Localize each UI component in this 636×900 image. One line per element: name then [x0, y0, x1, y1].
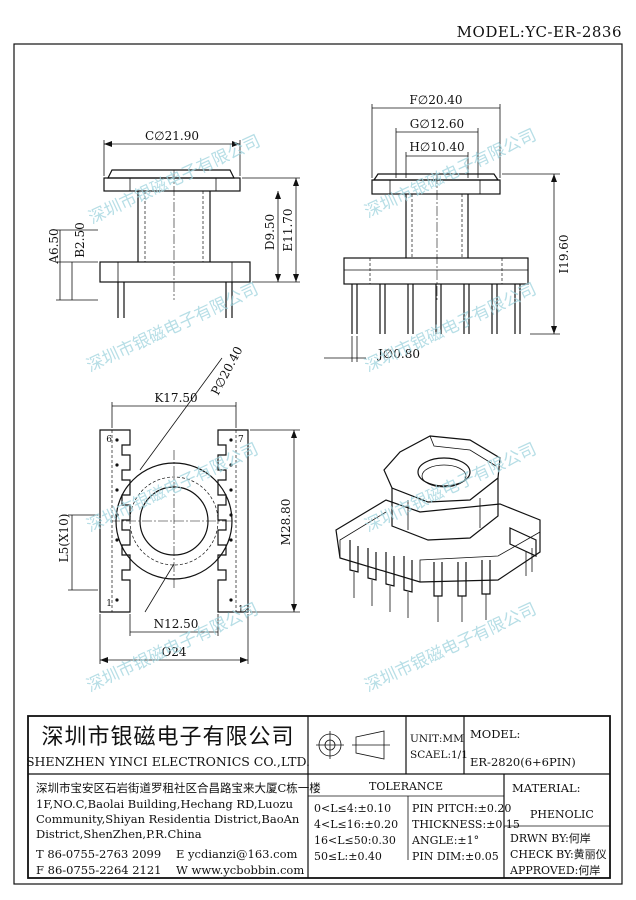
telephone: T 86-0755-2763 2099 — [36, 847, 161, 861]
dim-n: N12.50 — [154, 617, 199, 631]
model-label: MODEL: — [470, 727, 520, 741]
unit: UNIT:MM — [410, 733, 464, 745]
email: E ycdianzi@163.com — [176, 847, 297, 861]
watermarks: 深圳市银磁电子有限公司 深圳市银磁电子有限公司 深圳市银磁电子有限公司 深圳市银… — [84, 125, 540, 696]
watermark-5: 深圳市银磁电子有限公司 — [84, 439, 262, 536]
dim-a: A6.50 — [47, 228, 61, 264]
approved-by: APPROVED:何岸 — [509, 864, 600, 877]
model-value: ER-2820(6+6PIN) — [470, 755, 576, 769]
dim-f: F∅20.40 — [409, 93, 462, 107]
company-name-cn: 深圳市银磁电子有限公司 — [41, 725, 294, 750]
watermark-4: 深圳市银磁电子有限公司 — [362, 279, 540, 376]
pin-6-label: 6 — [106, 435, 112, 445]
thickness: THICKNESS:±0.15 — [412, 818, 520, 831]
dim-h: H∅10.40 — [409, 140, 464, 154]
checked-by: CHECK BY:黄丽仪 — [510, 847, 607, 861]
front-view: C∅21.90 A6.50 B2.50 D9.50 E11.70 — [47, 129, 300, 318]
material-value: PHENOLIC — [530, 808, 594, 821]
website: W www.ycbobbin.com — [176, 863, 304, 877]
projection-symbol-icon — [316, 730, 390, 760]
tolerance-1: 0<L≤4:±0.10 — [314, 802, 391, 815]
dim-g: G∅12.60 — [410, 117, 464, 131]
isometric-view — [335, 435, 541, 622]
fax: F 86-0755-2264 2121 — [36, 863, 162, 877]
pin-12-label: 12 — [238, 605, 249, 615]
tolerance-2: 4<L≤16:±0.20 — [314, 818, 398, 831]
pin-7-label: 7 — [238, 435, 244, 445]
address-en-line2: Community,Shiyan Residentia District,Bao… — [36, 812, 300, 826]
top-view: 6 7 1 12 K17.50 P∅20.40 M28.80 L5(X10) — [57, 344, 300, 664]
angle: ANGLE:±1° — [411, 834, 479, 847]
watermark-6: 深圳市银磁电子有限公司 — [362, 439, 540, 536]
sheet-border — [13, 43, 623, 885]
material-label: MATERIAL: — [512, 781, 581, 795]
company-name-en: SHENZHEN YINCI ELECTRONICS CO.,LTD. — [26, 754, 310, 769]
watermark-1: 深圳市银磁电子有限公司 — [86, 131, 264, 228]
dim-l: L5(X10) — [57, 514, 71, 563]
tolerance-4: 50≤L:±0.40 — [314, 850, 382, 863]
watermark-7: 深圳市银磁电子有限公司 — [84, 599, 262, 696]
dim-d: D9.50 — [263, 214, 277, 250]
pin-dim: PIN DIM:±0.05 — [412, 850, 499, 863]
dim-k: K17.50 — [154, 391, 197, 405]
drawn-by: DRWN BY:何岸 — [510, 832, 591, 845]
pin-1-label: 1 — [106, 599, 112, 609]
watermark-8: 深圳市银磁电子有限公司 — [362, 599, 540, 696]
address-en-line3: District,ShenZhen,P.R.China — [36, 827, 202, 841]
dim-m: M28.80 — [279, 499, 293, 546]
address-cn: 深圳市宝安区石岩街道罗租社区合昌路宝来大厦C栋一楼 — [36, 781, 321, 795]
pin-pitch: PIN PITCH:±0.20 — [412, 802, 511, 815]
dim-b: B2.50 — [73, 222, 87, 258]
dim-j: J∅0.80 — [376, 347, 420, 361]
title-block: 深圳市银磁电子有限公司 SHENZHEN YINCI ELECTRONICS C… — [26, 715, 611, 879]
dim-o: O24 — [161, 645, 186, 659]
dim-c: C∅21.90 — [145, 129, 199, 143]
address-en-line1: 1F,NO.C,Baolai Building,Hechang RD,Luozu — [36, 797, 293, 811]
tolerance-3: 16<L≤50:0.30 — [314, 834, 396, 847]
dim-i: I19.60 — [557, 234, 571, 273]
side-view: F∅20.40 G∅12.60 H∅10.40 I19.60 J∅0.80 — [324, 93, 571, 362]
tolerance-label: TOLERANCE — [369, 780, 443, 793]
scale: SCAEL:1/1 — [410, 749, 468, 761]
model-header: MODEL:YC-ER-2836 — [457, 23, 622, 41]
dim-e: E11.70 — [281, 208, 295, 251]
dim-p: P∅20.40 — [208, 344, 245, 397]
